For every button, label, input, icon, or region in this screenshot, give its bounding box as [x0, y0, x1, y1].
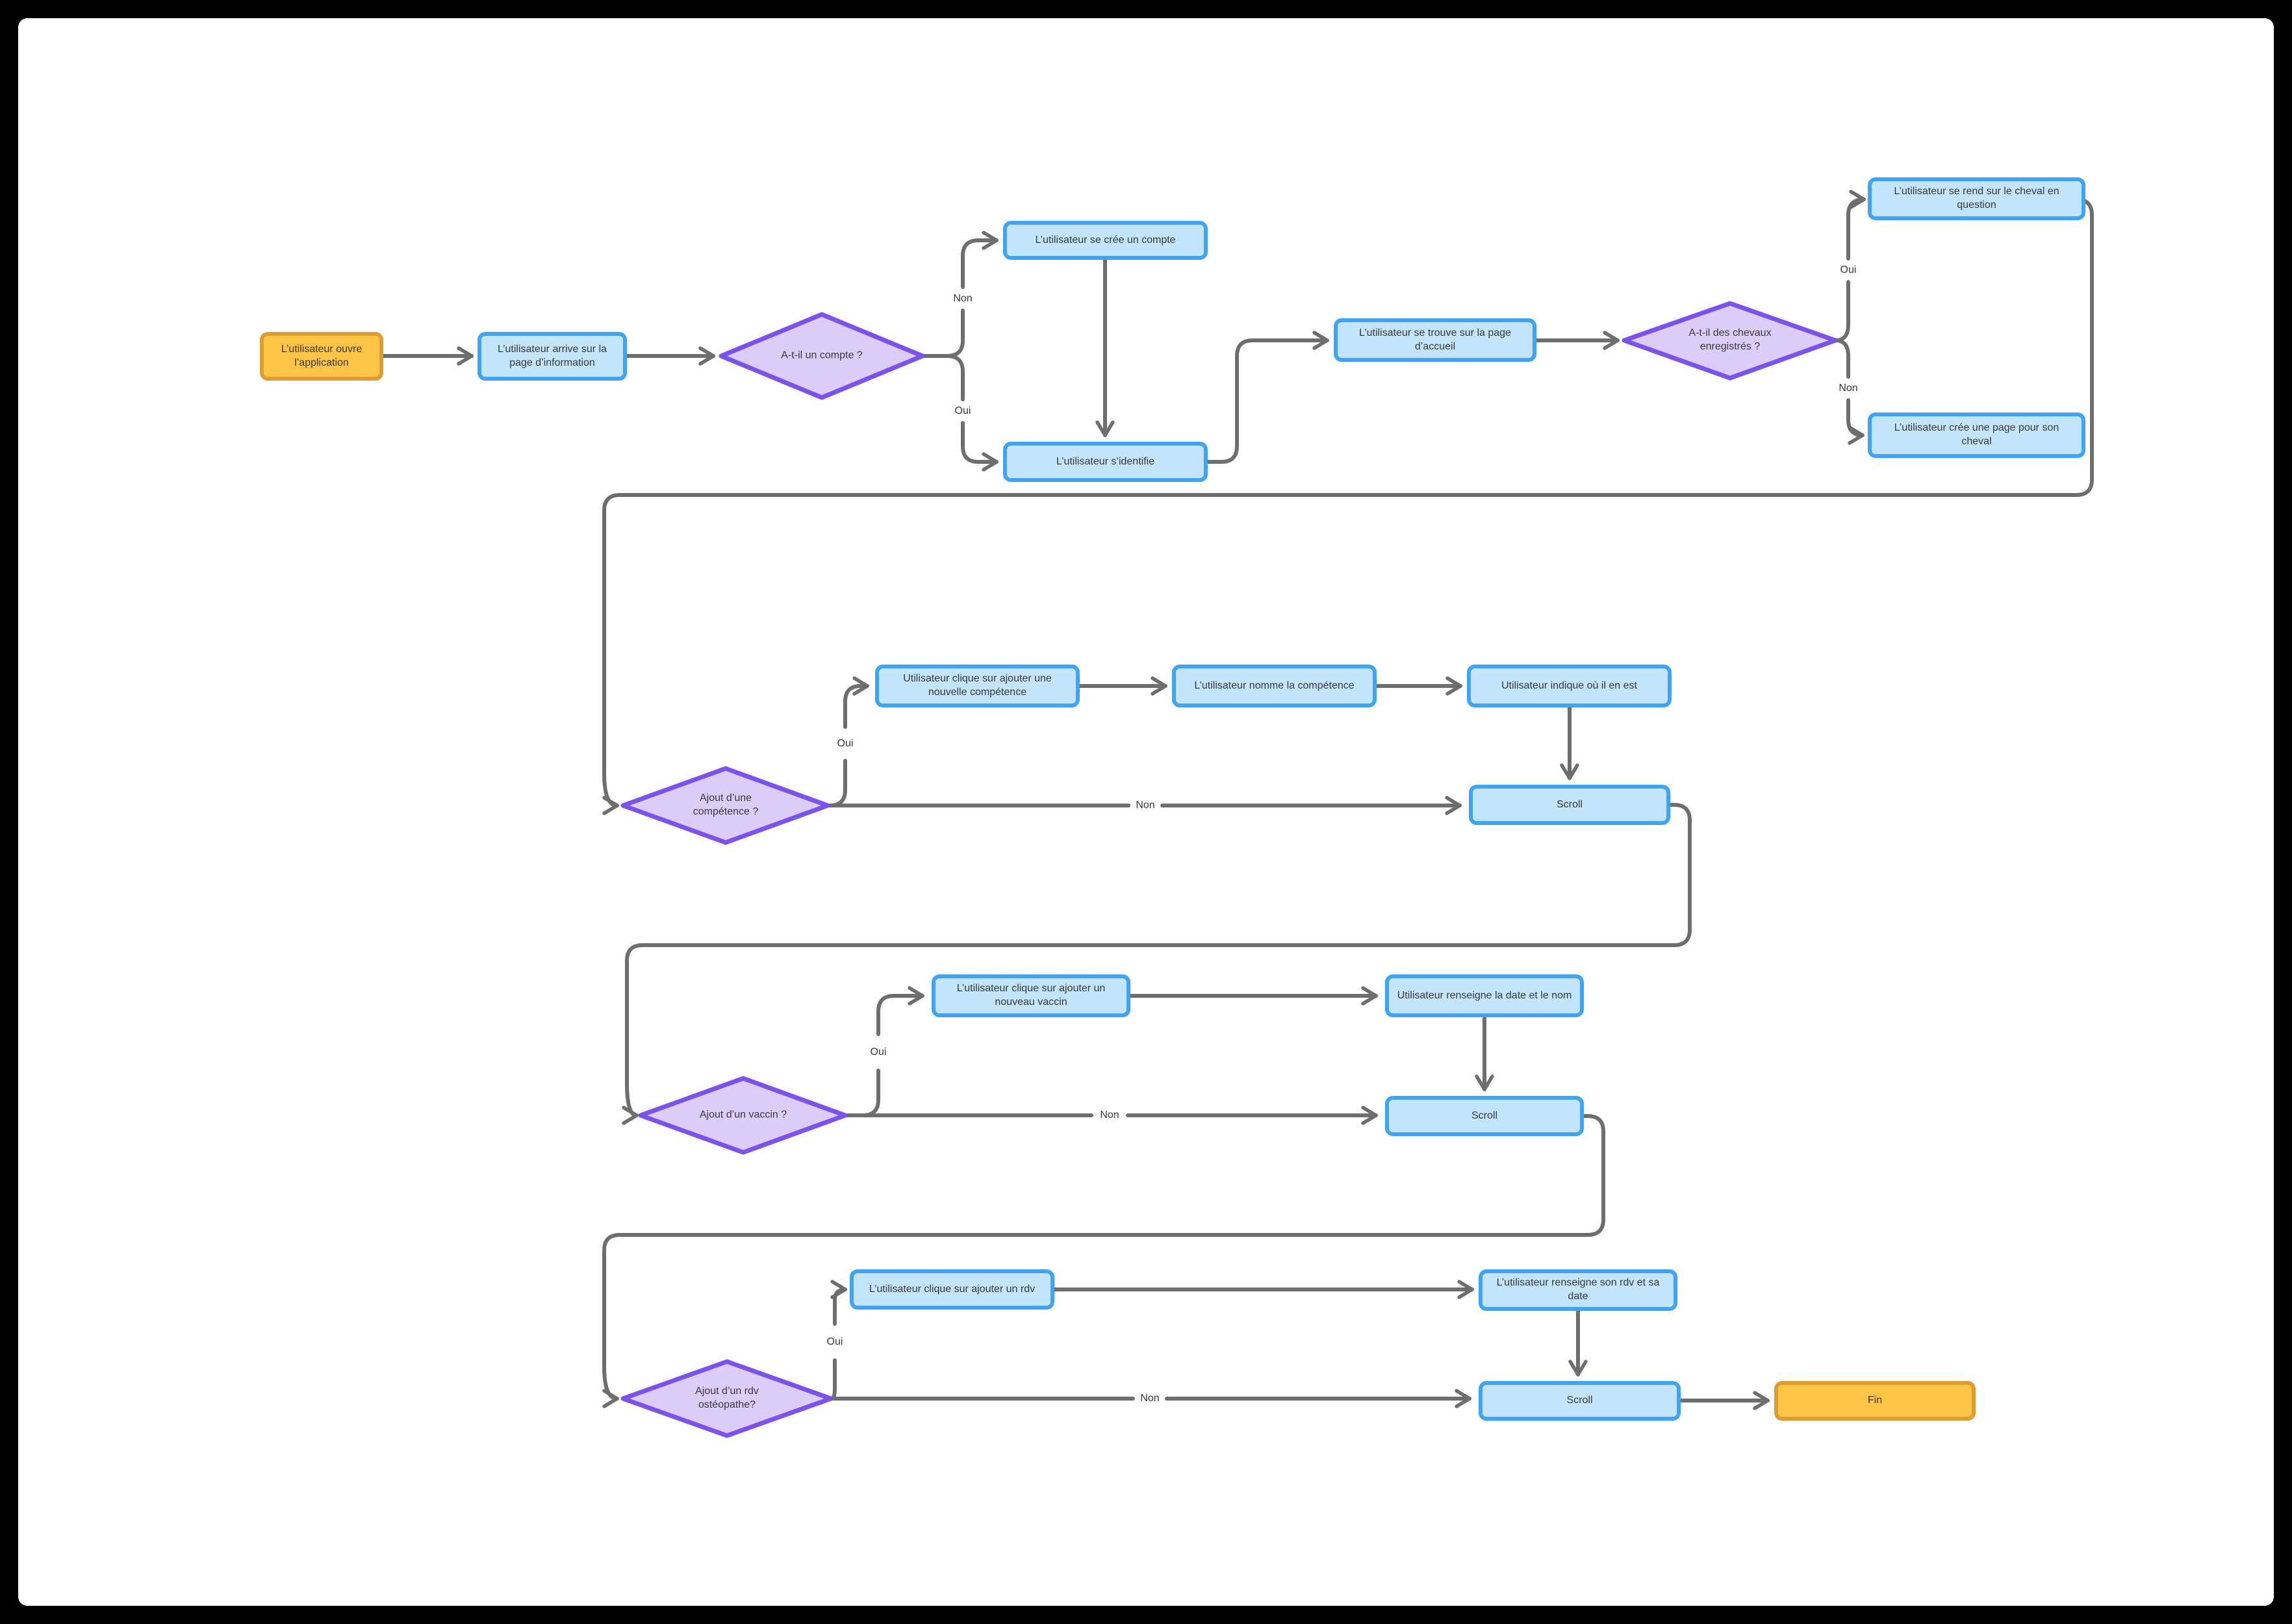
edge-label-oui-compte: Oui [949, 404, 976, 418]
connectors [381, 190, 2094, 1410]
node-identifie: L’utilisateur s’identifie [1003, 442, 1208, 482]
edge-compte-oui-1 [921, 354, 965, 401]
node-scroll-1: Scroll [1469, 785, 1670, 825]
node-renseigne-rdv: L’utilisateur renseigne son rdv et sa da… [1479, 1269, 1677, 1311]
edge-vaccin-oui-2 [876, 986, 924, 1036]
edge-label-oui-chevaux: Oui [1835, 263, 1862, 277]
edge-label-non-vaccin: Non [1095, 1108, 1125, 1123]
decision-shapes [620, 301, 1838, 1438]
edge-chevaux-non-2 [1846, 398, 1865, 445]
edge-return-row4 [602, 1114, 1605, 1408]
node-decision-rdv: Ajout d’un rdv ostéopathe? [695, 1386, 759, 1410]
node-indique-ou: Utilisateur indique où il en est [1467, 665, 1672, 707]
edge-compte-non-2 [961, 231, 999, 289]
edge-chevaux-non-1 [1833, 338, 1850, 379]
decision-compte-shape [719, 312, 925, 400]
node-rend-cheval: L’utilisateur se rend sur le cheval en q… [1868, 177, 2085, 220]
edge-vaccin-oui-1 [843, 1069, 880, 1117]
edge-compte-oui-2 [961, 421, 999, 472]
decision-competence-shape [620, 766, 830, 845]
node-start: L’utilisateur ouvre l’application [260, 332, 383, 381]
edge-label-oui-vaccin: Oui [865, 1045, 892, 1059]
edge-return-row3 [622, 803, 1692, 1125]
node-decision-vaccin: Ajout d’un vaccin ? [699, 1109, 787, 1121]
edge-compte-non-1 [921, 309, 965, 358]
decision-chevaux-shape [1622, 301, 1838, 381]
edge-label-oui-rdv: Oui [821, 1335, 848, 1349]
edge-competence-oui-2 [843, 676, 869, 729]
edge-rdv-oui-1 [829, 1358, 837, 1401]
node-clique-rdv: L’utilisateur clique sur ajouter un rdv [850, 1269, 1054, 1310]
edge-competence-oui-1 [826, 759, 847, 807]
edge-label-non-chevaux: Non [1833, 381, 1863, 396]
node-decision-competence: Ajout d’une compétence ? [693, 793, 759, 817]
node-decision-compte: A-t-il un compte ? [781, 349, 863, 361]
edge-label-oui-competence: Oui [832, 737, 859, 751]
node-clique-vaccin: L’utilisateur clique sur ajouter un nouv… [932, 974, 1130, 1017]
edge-label-non-compte: Non [948, 292, 978, 306]
decision-rdv-shape [620, 1359, 834, 1438]
edge-chevaux-oui-2 [1846, 190, 1866, 260]
node-scroll-3: Scroll [1479, 1381, 1681, 1421]
edge-rdv-oui-2 [830, 1280, 847, 1326]
edge-chevaux-oui-1 [1833, 280, 1850, 342]
node-scroll-2: Scroll [1385, 1096, 1584, 1136]
node-renseigne-vaccin: Utilisateur renseigne la date et le nom [1385, 974, 1584, 1017]
node-decision-chevaux: A-t-il des chevaux enregistrés ? [1688, 327, 1772, 352]
edge-return-row2 [602, 197, 2094, 815]
decision-vaccin-shape [638, 1076, 848, 1155]
node-cree-page-cheval: L’utilisateur crée une page pour son che… [1868, 412, 2085, 458]
node-fin: Fin [1774, 1381, 1976, 1421]
node-page-accueil: L’utilisateur se trouve sur la page d’ac… [1334, 318, 1536, 362]
edge-identifie-accueil [1206, 331, 1329, 464]
edge-label-non-competence: Non [1130, 798, 1160, 813]
edge-label-non-rdv: Non [1135, 1391, 1165, 1406]
node-page-information: L’utilisateur arrive sur la page d’infor… [478, 332, 627, 381]
node-clique-competence: Utilisateur clique sur ajouter une nouve… [875, 665, 1080, 707]
node-nomme-competence: L’utilisateur nomme la compétence [1172, 665, 1377, 707]
node-cree-compte: L’utilisateur se crée un compte [1003, 221, 1208, 260]
